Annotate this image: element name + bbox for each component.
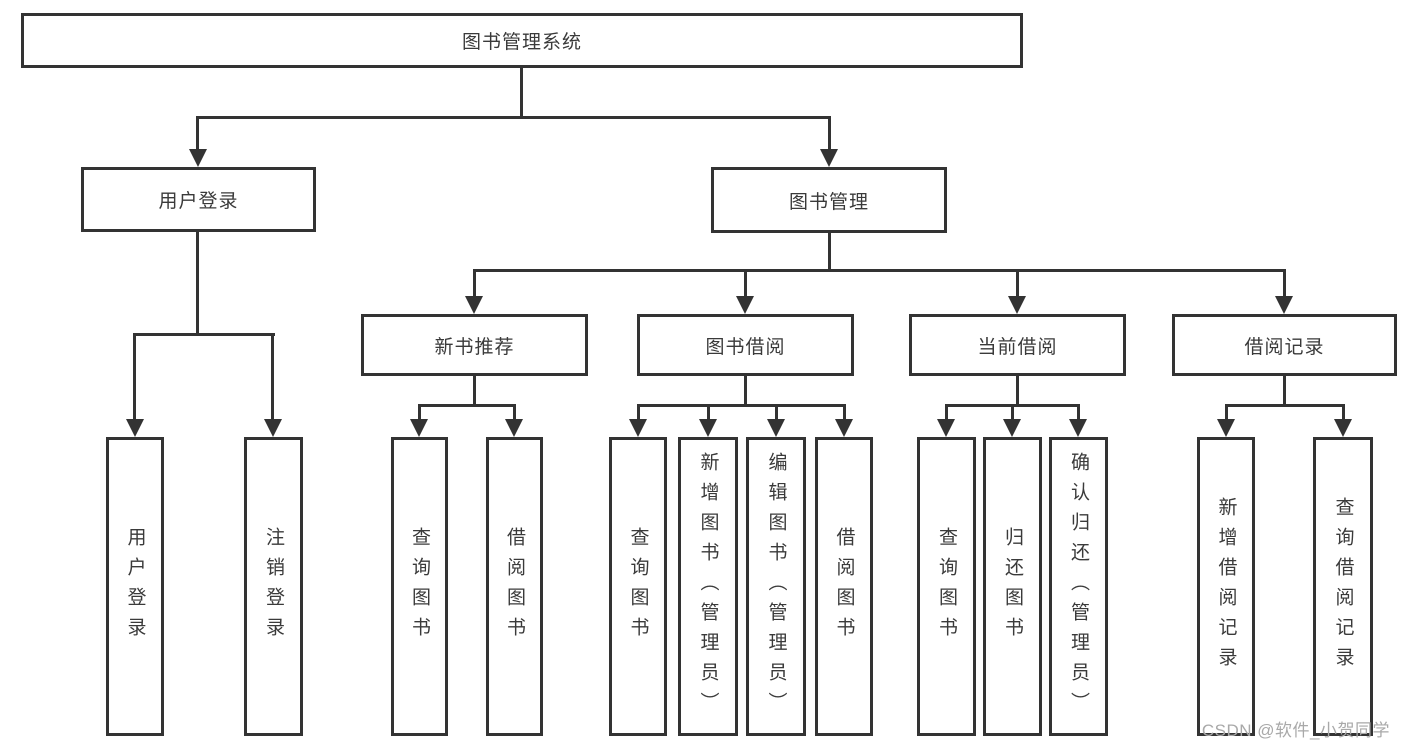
connector-user-login-stem (196, 232, 199, 336)
connector-drop-borrow-records (1283, 269, 1286, 298)
leaf-label: 编辑图书（管理员） (765, 451, 787, 722)
leaf-label: 新增图书（管理员） (697, 451, 719, 722)
arrowhead-icon (699, 419, 717, 437)
connector-drop-leaf-logout (271, 333, 274, 421)
connector-drop-leaf (1011, 404, 1014, 422)
connector-borrow-records-stem (1283, 376, 1286, 407)
leaf-label: 借阅图书 (833, 526, 855, 647)
node-book-borrow: 图书借阅 (637, 314, 854, 376)
connector-new-book-recommend-split (418, 404, 516, 407)
leaf-label: 借阅图书 (504, 526, 525, 647)
connector-drop-leaf (843, 404, 846, 422)
leaf-borrow-books-recommend: 借阅图书 (486, 437, 543, 736)
connector-drop-leaf (775, 404, 778, 422)
arrowhead-icon (465, 296, 483, 314)
arrowhead-icon (629, 419, 647, 437)
connector-drop-leaf (637, 404, 640, 422)
connector-drop-leaf (418, 404, 421, 422)
node-new-book-recommend: 新书推荐 (361, 314, 588, 376)
arrowhead-icon (1003, 419, 1021, 437)
csdn-watermark: CSDN @软件_小贺同学 (1201, 721, 1390, 740)
node-label: 借阅记录 (1244, 336, 1325, 358)
leaf-query-books-recommend: 查询图书 (391, 437, 448, 736)
connector-book-management-stem (828, 233, 831, 272)
node-borrow-records: 借阅记录 (1172, 314, 1397, 376)
arrowhead-icon (820, 149, 838, 167)
connector-drop-leaf-user-login (133, 333, 136, 421)
node-label: 图书管理系统 (461, 32, 582, 53)
leaf-edit-books-admin: 编辑图书（管理员） (746, 437, 806, 736)
arrowhead-icon (1275, 296, 1293, 314)
leaf-borrow-books: 借阅图书 (815, 437, 873, 736)
connector-drop-user-login (196, 116, 199, 152)
node-label: 当前借阅 (977, 336, 1058, 358)
connector-root-stem (520, 68, 523, 118)
node-label: 图书管理 (788, 191, 869, 213)
connector-new-book-recommend-stem (473, 376, 476, 407)
arrowhead-icon (505, 419, 523, 437)
arrowhead-icon (937, 419, 955, 437)
connector-book-borrow-stem (744, 376, 747, 407)
leaf-label: 确认归还（管理员） (1068, 451, 1089, 722)
connector-drop-leaf (1077, 404, 1080, 422)
connector-drop-new-book-recommend (473, 269, 476, 298)
node-current-borrow: 当前借阅 (909, 314, 1126, 376)
leaf-add-books-admin: 新增图书（管理员） (678, 437, 738, 736)
node-label: 用户登录 (158, 191, 239, 212)
connector-drop-leaf (1225, 404, 1228, 422)
node-user-login: 用户登录 (81, 167, 316, 232)
connector-drop-leaf (707, 404, 710, 422)
arrowhead-icon (767, 419, 785, 437)
leaf-label: 归还图书 (1002, 526, 1023, 647)
arrowhead-icon (264, 419, 282, 437)
leaf-confirm-return-admin: 确认归还（管理员） (1049, 437, 1108, 736)
leaf-logout: 注销登录 (244, 437, 303, 736)
leaf-return-books: 归还图书 (983, 437, 1042, 736)
leaf-label: 用户登录 (124, 526, 146, 647)
connector-drop-book-management (828, 116, 831, 152)
leaf-query-books-borrow: 查询图书 (609, 437, 667, 736)
arrowhead-icon (189, 149, 207, 167)
node-label: 新书推荐 (434, 336, 515, 358)
connector-borrow-records-split (1225, 404, 1345, 407)
arrowhead-icon (1008, 296, 1026, 314)
connector-drop-leaf (1342, 404, 1345, 422)
arrowhead-icon (410, 419, 428, 437)
node-root: 图书管理系统 (21, 13, 1023, 68)
arrowhead-icon (835, 419, 853, 437)
arrowhead-icon (126, 419, 144, 437)
arrowhead-icon (1217, 419, 1235, 437)
connector-drop-current-borrow (1016, 269, 1019, 298)
node-book-management: 图书管理 (711, 167, 947, 233)
connector-user-login-split (133, 333, 275, 336)
leaf-label: 新增借阅记录 (1215, 496, 1237, 677)
leaf-query-borrow-record: 查询借阅记录 (1313, 437, 1373, 736)
arrowhead-icon (736, 296, 754, 314)
connector-book-management-split (473, 269, 1286, 272)
connector-drop-book-borrow (744, 269, 747, 298)
connector-drop-leaf (513, 404, 516, 422)
leaf-user-login: 用户登录 (106, 437, 164, 736)
leaf-label: 查询图书 (409, 526, 430, 647)
leaf-query-books-current: 查询图书 (917, 437, 976, 736)
leaf-label: 查询借阅记录 (1332, 496, 1354, 677)
connector-book-borrow-split (637, 404, 846, 407)
leaf-label: 查询图书 (627, 526, 649, 647)
arrowhead-icon (1069, 419, 1087, 437)
leaf-label: 注销登录 (263, 526, 284, 647)
connector-root-split (196, 116, 831, 119)
arrowhead-icon (1334, 419, 1352, 437)
node-label: 图书借阅 (705, 336, 786, 358)
connector-current-borrow-stem (1016, 376, 1019, 407)
leaf-label: 查询图书 (936, 526, 957, 647)
leaf-add-borrow-record: 新增借阅记录 (1197, 437, 1255, 736)
connector-drop-leaf (945, 404, 948, 422)
